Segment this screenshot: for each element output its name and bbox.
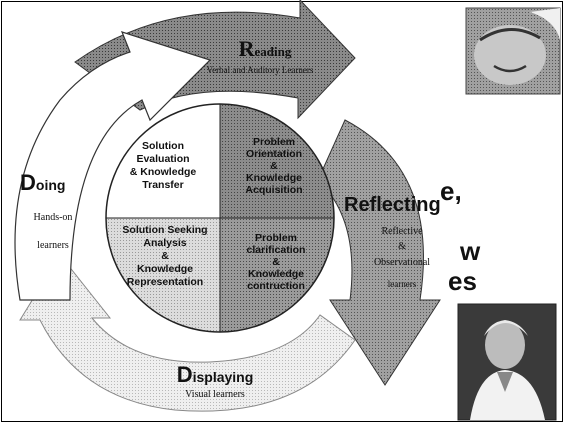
quadrant-top-right-line: Orientation [245,148,302,160]
quadrant-top-left-line: Solution [142,140,184,152]
face-photo [465,7,561,95]
quadrant-bottom-right-text: Problem clarification & Knowledge contru… [226,232,326,292]
quadrant-top-left [106,104,220,218]
quadrant-top-left-line: & Knowledge [129,166,197,178]
quadrant-bottom-left-line: & [161,250,169,262]
quadrant-top-left-line: Evaluation [136,153,190,165]
quadrant-bottom-right-line: contruction [247,280,305,292]
quadrant-bottom-left-line: Representation [126,276,204,288]
displaying-initial: D [176,362,193,387]
reflecting-sub4: learners [387,279,417,289]
quadrant-bottom-right-line: & [272,256,280,268]
reading-label: Reading [180,36,350,62]
displaying-subtitle: Visual learners [185,389,245,400]
quadrant-bottom-left-text: Solution Seeking Analysis & Knowledge Re… [110,224,220,289]
quadrant-top-left-text: Solution Evaluation & Knowledge Transfer [110,140,216,192]
partial-text-line3: es [448,266,477,296]
quadrant-bottom-right-line: clarification [246,244,306,256]
quadrant-bottom-left [106,218,220,332]
doing-sub1: Hands-on [33,212,73,223]
quadrant-top-right-text: Problem Orientation & Knowledge Acquisit… [224,136,324,196]
quadrant-top-right-line: Acquisition [245,184,303,196]
partial-text-line1: e, [440,176,462,206]
reading-subtitle: Verbal and Auditory Learners [206,65,314,75]
displaying-arrow [19,254,356,412]
reflecting-sub2: & [398,241,406,252]
partial-text-line2: w [460,236,481,266]
quadrant-bottom-right-line: Knowledge [247,268,304,280]
reflecting-label: Reflecting [344,194,441,216]
quadrant-top-left-line: Transfer [142,179,184,191]
quadrant-bottom-right [220,218,334,332]
quadrant-top-right-line: & [270,160,278,172]
displaying-label: Displaying [140,362,290,388]
reflecting-sub3: Observational [373,257,431,268]
doing-rest: oing [35,177,66,193]
doing-sub2: learners [37,240,69,251]
reflecting-arrow [317,119,441,386]
doing-initial: D [20,170,36,195]
reading-rest: eading [254,44,292,59]
quadrant-bottom-left-line: Analysis [143,237,187,249]
doing-label: Doing [20,170,65,196]
quadrant-bottom-right-line: Problem [254,232,297,244]
central-circle [105,103,335,333]
quadrant-bottom-left-line: Solution Seeking [122,224,208,236]
quadrant-bottom-left-line: Knowledge [136,263,193,275]
reading-initial: R [238,36,255,61]
person-photo [457,303,557,421]
quadrant-top-right [220,104,334,218]
reflecting-sub1: Reflective [381,226,423,237]
doing-arrow [14,31,212,301]
quadrant-top-right-line: Knowledge [245,172,302,184]
quadrant-top-right-line: Problem [252,136,295,148]
displaying-rest: isplaying [192,369,254,385]
